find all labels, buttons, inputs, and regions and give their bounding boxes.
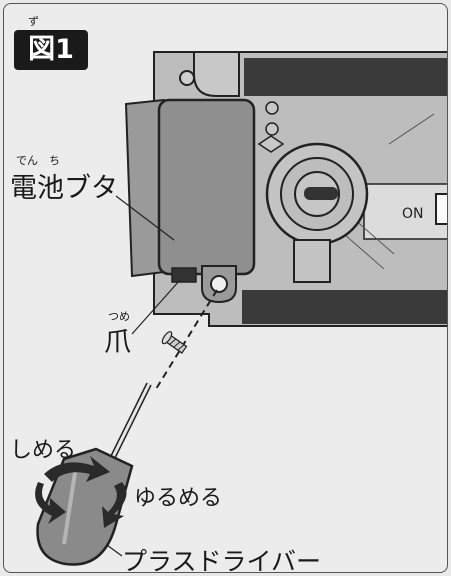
device-illustration: ON xyxy=(35,51,447,566)
figure-frame: ON xyxy=(3,3,448,573)
loosen-label: ゆるめる xyxy=(134,486,223,511)
battery-cover-ruby: でん ち xyxy=(16,154,60,167)
figure-badge-ruby: ず xyxy=(28,15,39,28)
small-part-3 xyxy=(257,135,285,153)
leader-battery-cover xyxy=(115,195,175,241)
small-part-2 xyxy=(265,122,279,136)
switch-on-label: ON xyxy=(402,206,424,222)
top-rail xyxy=(244,58,447,96)
motor-shaft xyxy=(304,187,338,200)
loosen-arrow-icon xyxy=(35,482,66,524)
corner-bump xyxy=(193,51,240,97)
screw-icon xyxy=(161,331,188,354)
leader-claw xyxy=(131,279,181,335)
switch-panel xyxy=(363,183,447,240)
figure-badge: 図1 xyxy=(14,30,88,70)
bottom-rail xyxy=(242,290,447,324)
small-part-1 xyxy=(265,101,279,115)
battery-cover-latch xyxy=(171,267,197,283)
corner-screw-hole xyxy=(179,70,195,86)
battery-cover-label: 電池ブタ xyxy=(10,173,118,204)
claw-ruby: つめ xyxy=(108,310,130,323)
screw-path xyxy=(155,289,218,390)
loosen-arrow-icon-right xyxy=(102,482,127,528)
hatch-lines xyxy=(343,113,435,270)
tighten-label: しめる xyxy=(10,438,77,463)
motor-mount xyxy=(293,239,331,283)
switch-slot xyxy=(435,193,447,225)
screwdriver-handle xyxy=(36,447,134,566)
screwdriver-label: プラスドライバー xyxy=(122,547,322,573)
tighten-arrow-icon xyxy=(44,456,110,482)
claw-label: 爪 xyxy=(104,327,131,358)
battery-cover xyxy=(157,98,256,276)
screw-boss-hole xyxy=(210,275,228,293)
